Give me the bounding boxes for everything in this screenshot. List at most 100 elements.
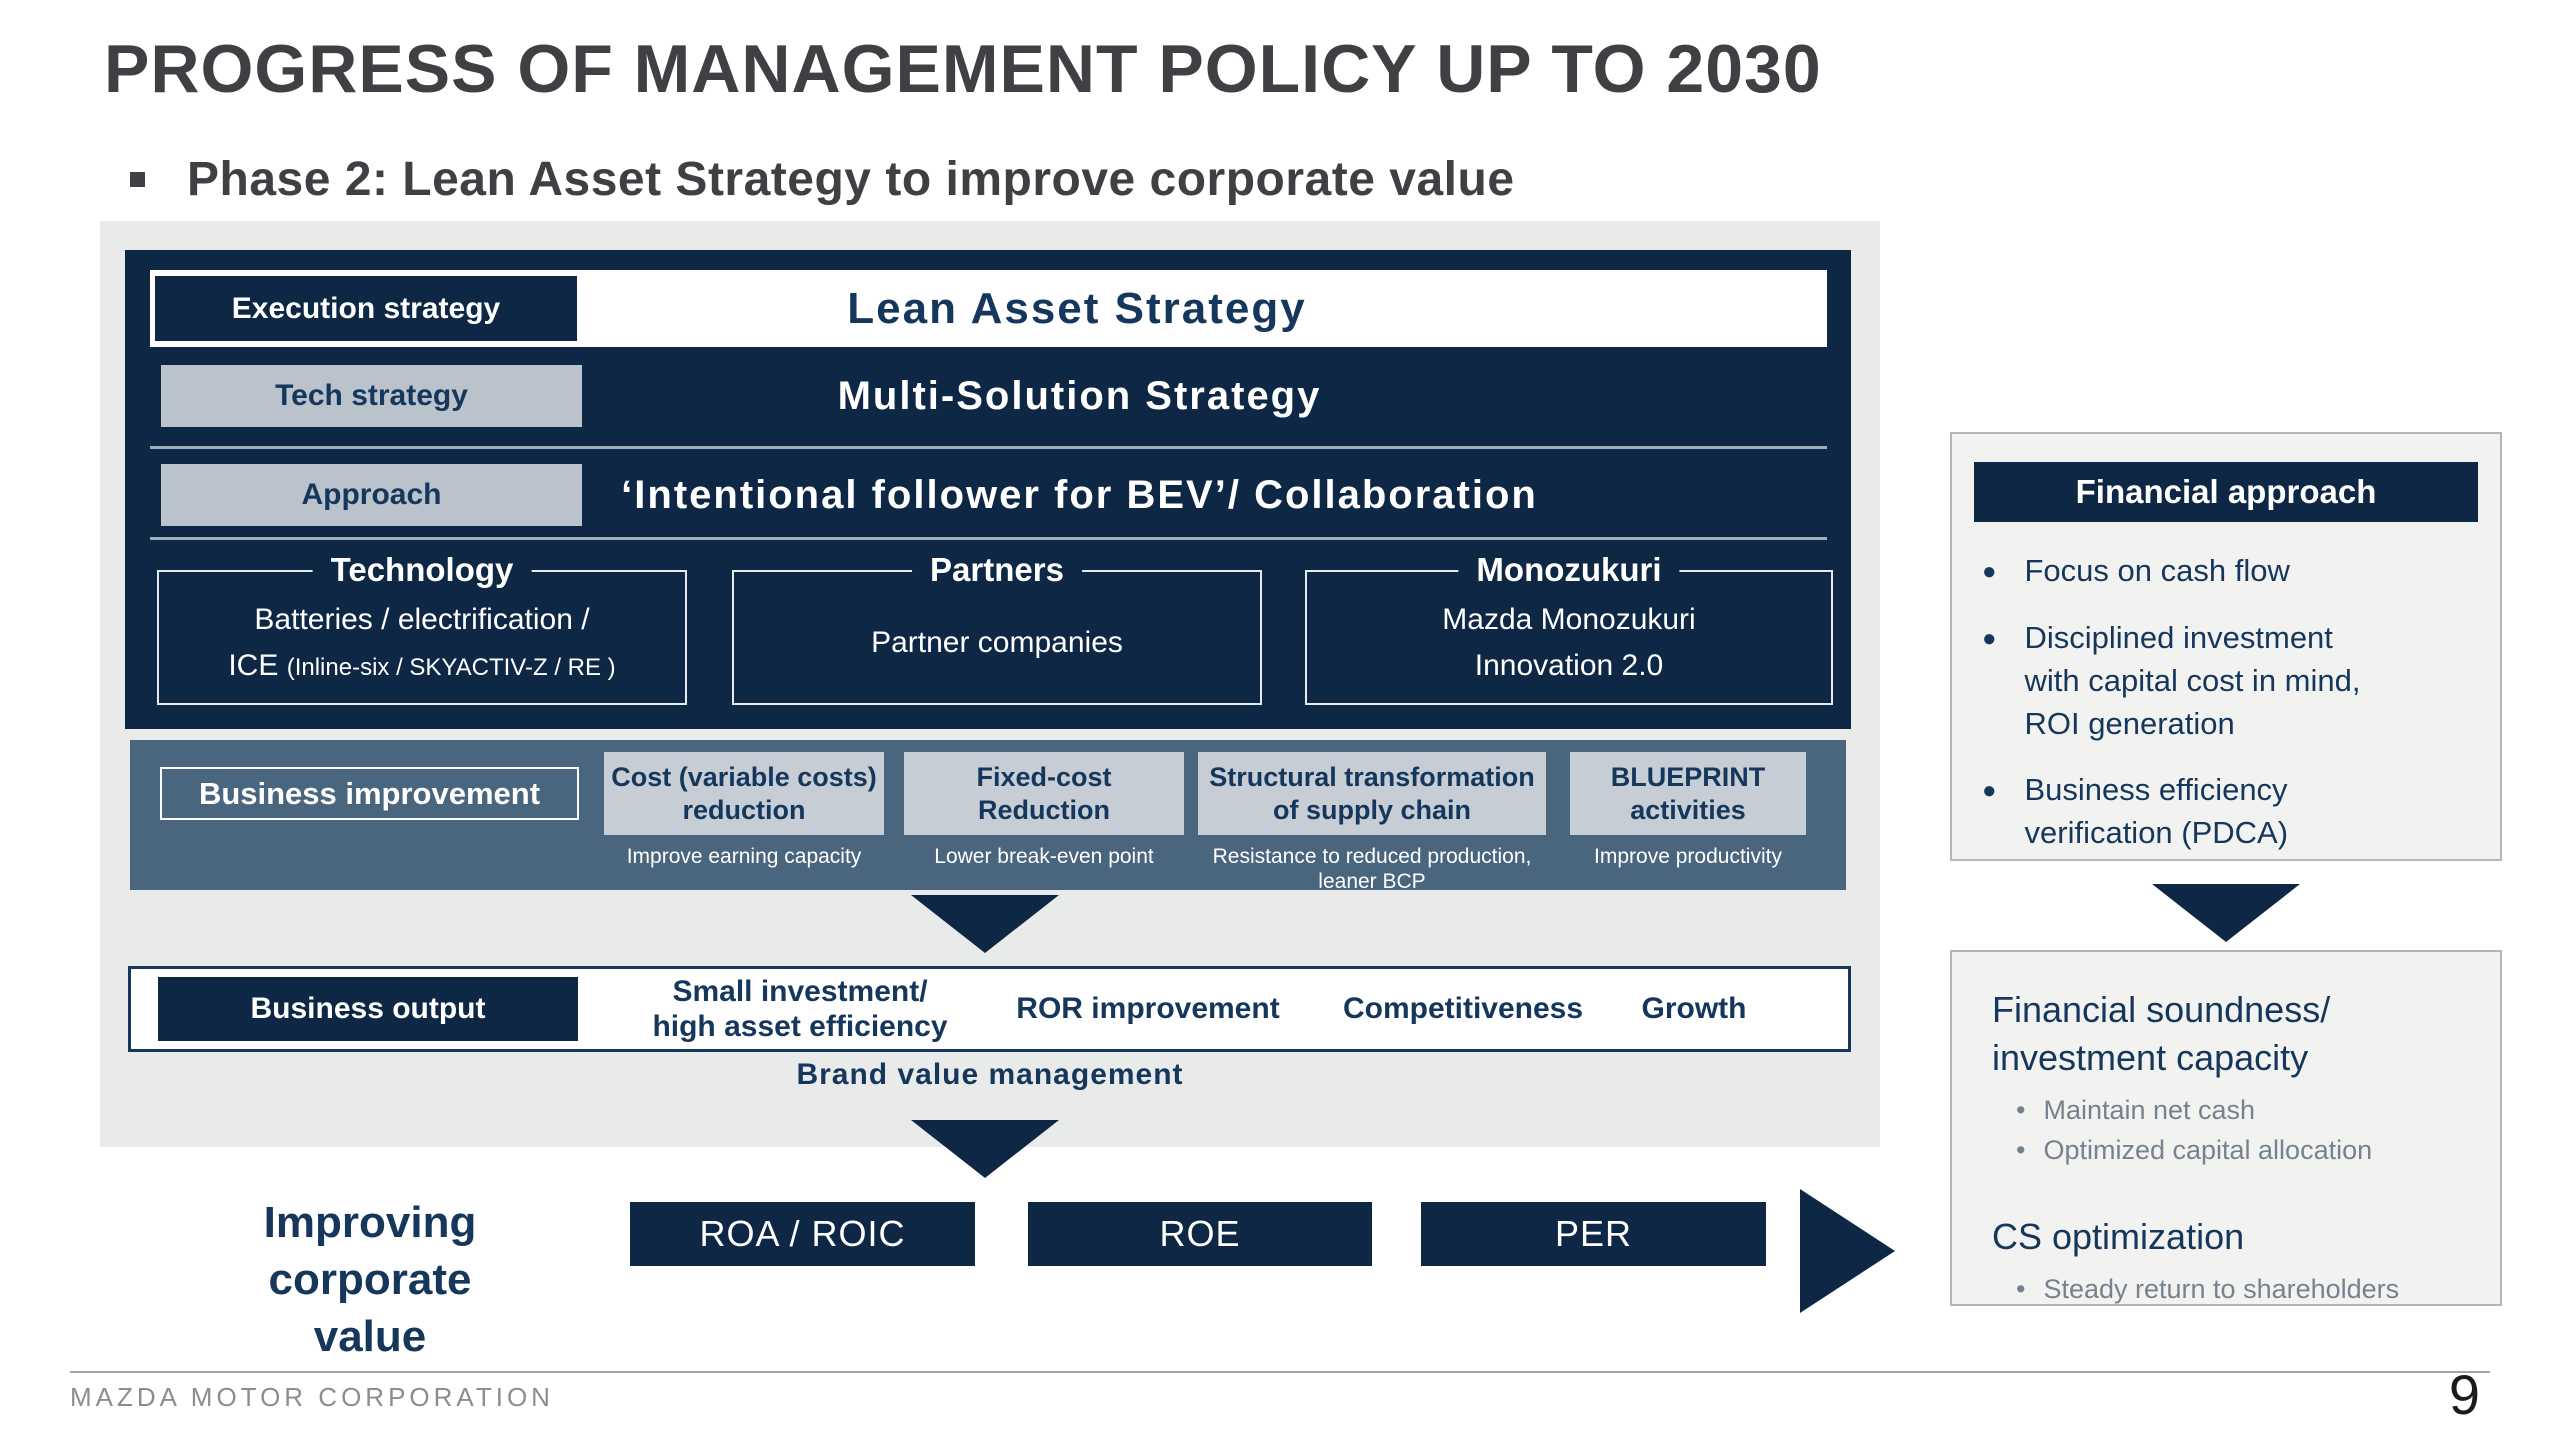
bullet-text: Business efficiency verification (PDCA) xyxy=(2025,769,2289,855)
bullet2-line3: ROI generation xyxy=(2024,705,2235,741)
output-item1-line1: Small investment/ xyxy=(672,974,928,1008)
lean-asset-strategy-text: Lean Asset Strategy xyxy=(847,283,1307,333)
execution-strategy-row: Execution strategy Lean Asset Strategy xyxy=(150,270,1827,347)
sub-bullet-text: Steady return to shareholders xyxy=(2043,1273,2400,1304)
bullet-item: ● Disciplined investment with capital co… xyxy=(1982,617,2484,745)
output-item-small-investment: Small investment/ high asset efficiency xyxy=(652,969,947,1049)
improvement-caption2: Lower break-even point xyxy=(934,845,1154,868)
bullet-dot-icon: ● xyxy=(1982,558,1997,585)
improvement-box-fixed-cost: Fixed-cost Reduction xyxy=(904,752,1184,835)
bullet-item: ● Business efficiency verification (PDCA… xyxy=(1982,769,2484,855)
monozukuri-line2: Innovation 2.0 xyxy=(1474,648,1664,682)
subtitle-row: Phase 2: Lean Asset Strategy to improve … xyxy=(130,152,1515,207)
monozukuri-line1: Mazda Monozukuri xyxy=(1442,602,1696,636)
bullet2-line2: with capital cost in mind, xyxy=(2024,662,2361,698)
technology-pillar: Technology Batteries / electrification /… xyxy=(157,548,687,705)
square-bullet-icon xyxy=(130,172,145,187)
sub-bullet-text: Optimized capital allocation xyxy=(2043,1135,2373,1166)
partners-line1: Partner companies xyxy=(871,625,1123,659)
improving-corporate-value-label: Improving corporate value xyxy=(210,1194,530,1366)
bullet3-line1: Business efficiency xyxy=(2024,772,2288,808)
business-improvement-band: Business improvement Cost (variable cost… xyxy=(130,740,1846,893)
divider xyxy=(150,446,1827,449)
partners-pillar-title: Partners xyxy=(912,548,1082,592)
improvement-box1-line2: reduction xyxy=(682,794,806,825)
financial-outcome-content: Financial soundness/ investment capacity… xyxy=(1992,986,2486,1309)
partners-pillar-body: Partner companies xyxy=(734,582,1260,703)
output-item1-line2: high asset efficiency xyxy=(652,1010,948,1043)
improvement-box4-line1: BLUEPRINT xyxy=(1610,762,1766,793)
metric-per: PER xyxy=(1421,1202,1766,1266)
financial-approach-panel: Financial approach ● Focus on cash flow … xyxy=(1950,432,2502,861)
improvement-caption1: Improve earning capacity xyxy=(626,845,862,868)
approach-text: ‘Intentional follower for BEV’/ Collabor… xyxy=(621,472,1538,517)
improvement-box1-line1: Cost (variable costs) xyxy=(611,762,877,793)
dot-bullet-icon: • xyxy=(2016,1135,2026,1166)
approach-label: Approach xyxy=(161,464,582,526)
business-improvement-label: Business improvement xyxy=(160,767,579,820)
sub-bullet-item: • Optimized capital allocation xyxy=(2016,1130,2486,1171)
divider xyxy=(150,537,1827,540)
improvement-box-cost-reduction: Cost (variable costs) reduction xyxy=(604,752,884,835)
improving-line1: Improving xyxy=(263,1198,477,1247)
dot-bullet-icon: • xyxy=(2016,1094,2026,1125)
financial-soundness-heading: Financial soundness/ investment capacity xyxy=(1992,986,2486,1082)
improvement-box3-line1: Structural transformation xyxy=(1209,762,1535,793)
cs-optimization-heading: CS optimization xyxy=(1992,1215,2245,1257)
tech-strategy-label: Tech strategy xyxy=(161,365,582,427)
technology-line2-small: (Inline-six / SKYACTIV-Z / RE ) xyxy=(286,653,616,681)
tech-strategy-row: Tech strategy Multi-Solution Strategy xyxy=(150,360,1827,432)
bullet2-line1: Disciplined investment xyxy=(2024,620,2333,655)
multi-solution-strategy-text: Multi-Solution Strategy xyxy=(837,373,1322,418)
technology-line2: ICE (Inline-six / SKYACTIV-Z / RE ) xyxy=(228,649,615,683)
bullet-item: ● Focus on cash flow xyxy=(1982,550,2484,593)
cs-bullets: • Steady return to shareholders xyxy=(2016,1269,2486,1310)
subtitle: Phase 2: Lean Asset Strategy to improve … xyxy=(187,153,1515,206)
bullet-text: Focus on cash flow xyxy=(2024,553,2290,588)
page-number: 9 xyxy=(2448,1363,2480,1426)
bullet-text: Disciplined investment with capital cost… xyxy=(2025,617,2361,745)
technology-pillar-title: Technology xyxy=(312,548,532,592)
financial-approach-header: Financial approach xyxy=(1974,462,2478,522)
execution-strategy-label: Execution strategy xyxy=(155,276,577,341)
output-item-competitiveness: Competitiveness xyxy=(1342,992,1584,1026)
page-title: PROGRESS OF MANAGEMENT POLICY UP TO 2030 xyxy=(104,31,1822,107)
improvement-box-blueprint: BLUEPRINT activities xyxy=(1570,752,1806,835)
improvement-box3-line2: of supply chain xyxy=(1272,794,1472,825)
business-output-box: Business output Small investment/ high a… xyxy=(128,966,1851,1052)
bullet3-line2: verification (PDCA) xyxy=(2024,815,2289,851)
footer-divider xyxy=(70,1371,2490,1373)
bullet-dot-icon: ● xyxy=(1982,777,1997,805)
sub-bullet-item: • Steady return to shareholders xyxy=(2016,1269,2486,1310)
down-arrow-icon xyxy=(911,1120,1059,1178)
improvement-box4-line2: activities xyxy=(1630,794,1746,825)
technology-line1: Batteries / electrification / xyxy=(254,602,590,636)
improvement-box2-line2: Reduction xyxy=(978,794,1110,825)
business-output-label: Business output xyxy=(158,977,578,1041)
soundness-bullets: • Maintain net cash • Optimized capital … xyxy=(2016,1090,2486,1171)
improving-line2: corporate value xyxy=(268,1255,472,1362)
soundness-line2: investment capacity xyxy=(1992,1036,2309,1078)
right-arrow-icon xyxy=(1800,1189,1895,1313)
monozukuri-pillar: Monozukuri Mazda Monozukuri Innovation 2… xyxy=(1305,548,1833,705)
improvement-caption3: Resistance to reduced production, leaner… xyxy=(1212,845,1532,894)
sub-bullet-text: Maintain net cash xyxy=(2043,1094,2256,1125)
output-item-ror: ROR improvement xyxy=(1016,992,1280,1026)
down-arrow-icon xyxy=(911,895,1059,953)
improvement-caption4: Improve productivity xyxy=(1594,845,1782,868)
dot-bullet-icon: • xyxy=(2016,1273,2026,1304)
technology-line2-main: ICE xyxy=(228,648,279,682)
monozukuri-pillar-body: Mazda Monozukuri Innovation 2.0 xyxy=(1307,582,1831,703)
improvement-box-supply-chain: Structural transformation of supply chai… xyxy=(1198,752,1546,835)
metric-roa-roic: ROA / ROIC xyxy=(630,1202,975,1266)
technology-pillar-body: Batteries / electrification / ICE (Inlin… xyxy=(159,582,685,703)
partners-pillar: Partners Partner companies xyxy=(732,548,1262,705)
approach-row: Approach ‘Intentional follower for BEV’/… xyxy=(150,458,1827,532)
footer-company-name: MAZDA MOTOR CORPORATION xyxy=(70,1382,554,1412)
soundness-line1: Financial soundness/ xyxy=(1992,989,2331,1030)
strategy-panel: Execution strategy Lean Asset Strategy T… xyxy=(125,250,1851,729)
down-arrow-icon xyxy=(2152,884,2300,942)
financial-approach-bullets: ● Focus on cash flow ● Disciplined inves… xyxy=(1982,550,2484,879)
monozukuri-pillar-title: Monozukuri xyxy=(1458,548,1680,592)
